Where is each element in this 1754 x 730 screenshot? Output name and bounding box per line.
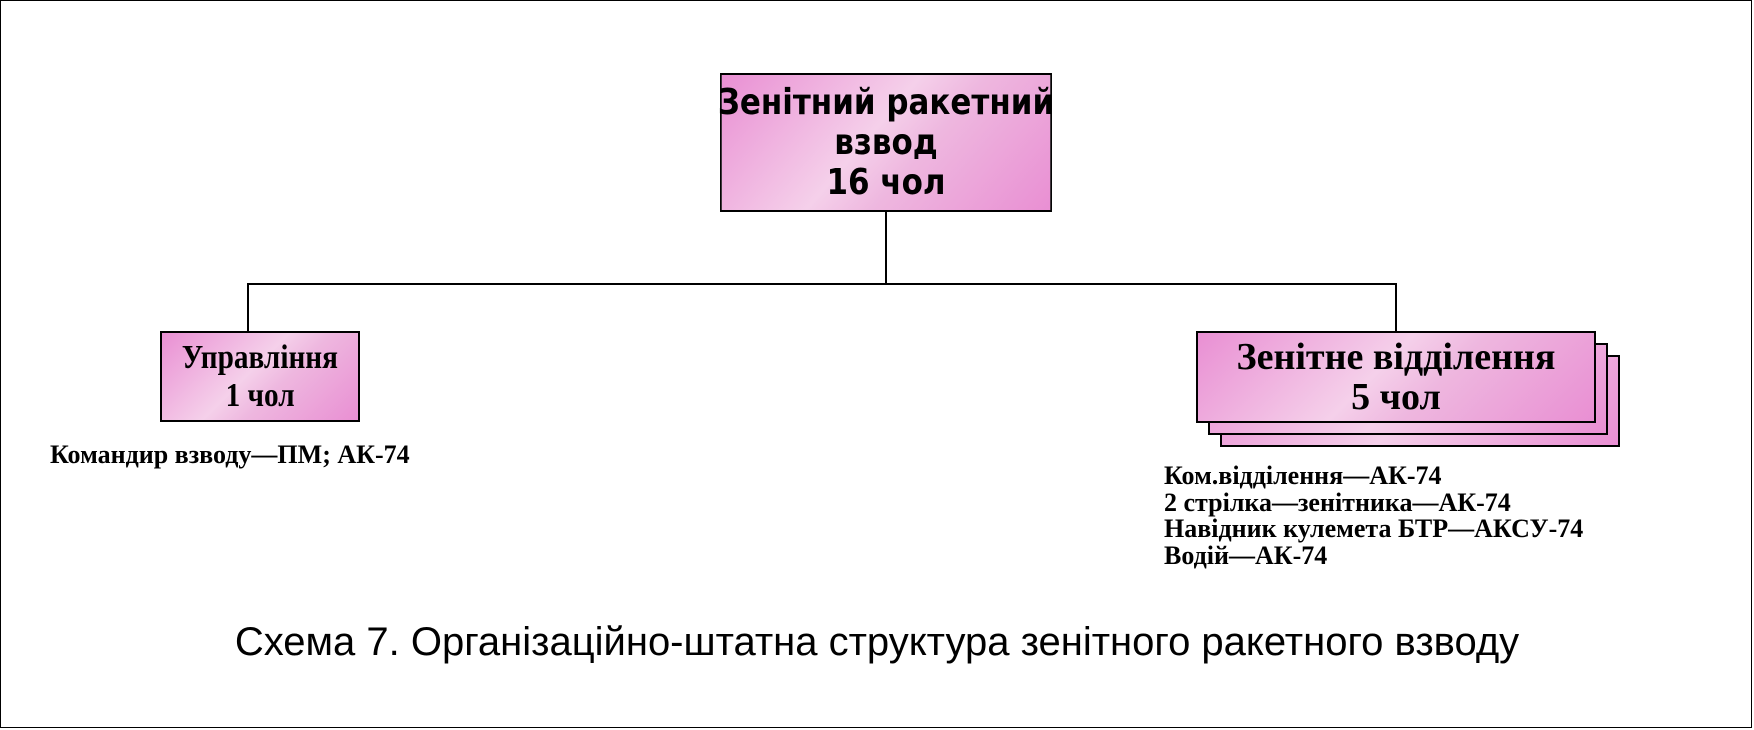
squad-staff-item: Ком.відділення—АК-74 [1164, 461, 1442, 490]
child-node-squad-title: Зенітне відділення [1236, 336, 1556, 378]
child-node-squad: Зенітне відділення 5 чол [1196, 331, 1596, 423]
connector-root-down [885, 212, 887, 284]
squad-staff-item: 2 стрілка—зенітника—АК-74 [1164, 487, 1511, 517]
squad-staff-item: Навідник кулемета БТР—АКСУ-74 [1164, 514, 1584, 543]
child-node-squad-headcount: 5 чол [1351, 376, 1441, 418]
figure-caption: Схема 7. Організаційно-штатна структура … [234, 620, 1520, 664]
squad-staff-list: Ком.відділення—АК-74 2 стрілка—зенітника… [1164, 461, 1584, 570]
child-node-command: Управління 1 чол [160, 331, 360, 422]
squad-staff-item: Водій—АК-74 [1164, 540, 1328, 570]
command-staff-text: Командир взводу—ПМ; АК-74 [50, 440, 410, 469]
connector-left-down [247, 283, 249, 331]
root-node-title-line2: взвод [834, 121, 938, 163]
root-node-title-line1: Зенітний ракетний [717, 81, 1055, 123]
connector-horizontal [247, 283, 1397, 285]
root-node-platoon: Зенітний ракетний взвод 16 чол [717, 73, 1055, 212]
connector-right-down [1395, 283, 1397, 331]
child-node-command-title: Управління [181, 338, 339, 376]
root-node-headcount: 16 чол [826, 161, 946, 203]
child-node-command-headcount: 1 чол [225, 376, 295, 414]
